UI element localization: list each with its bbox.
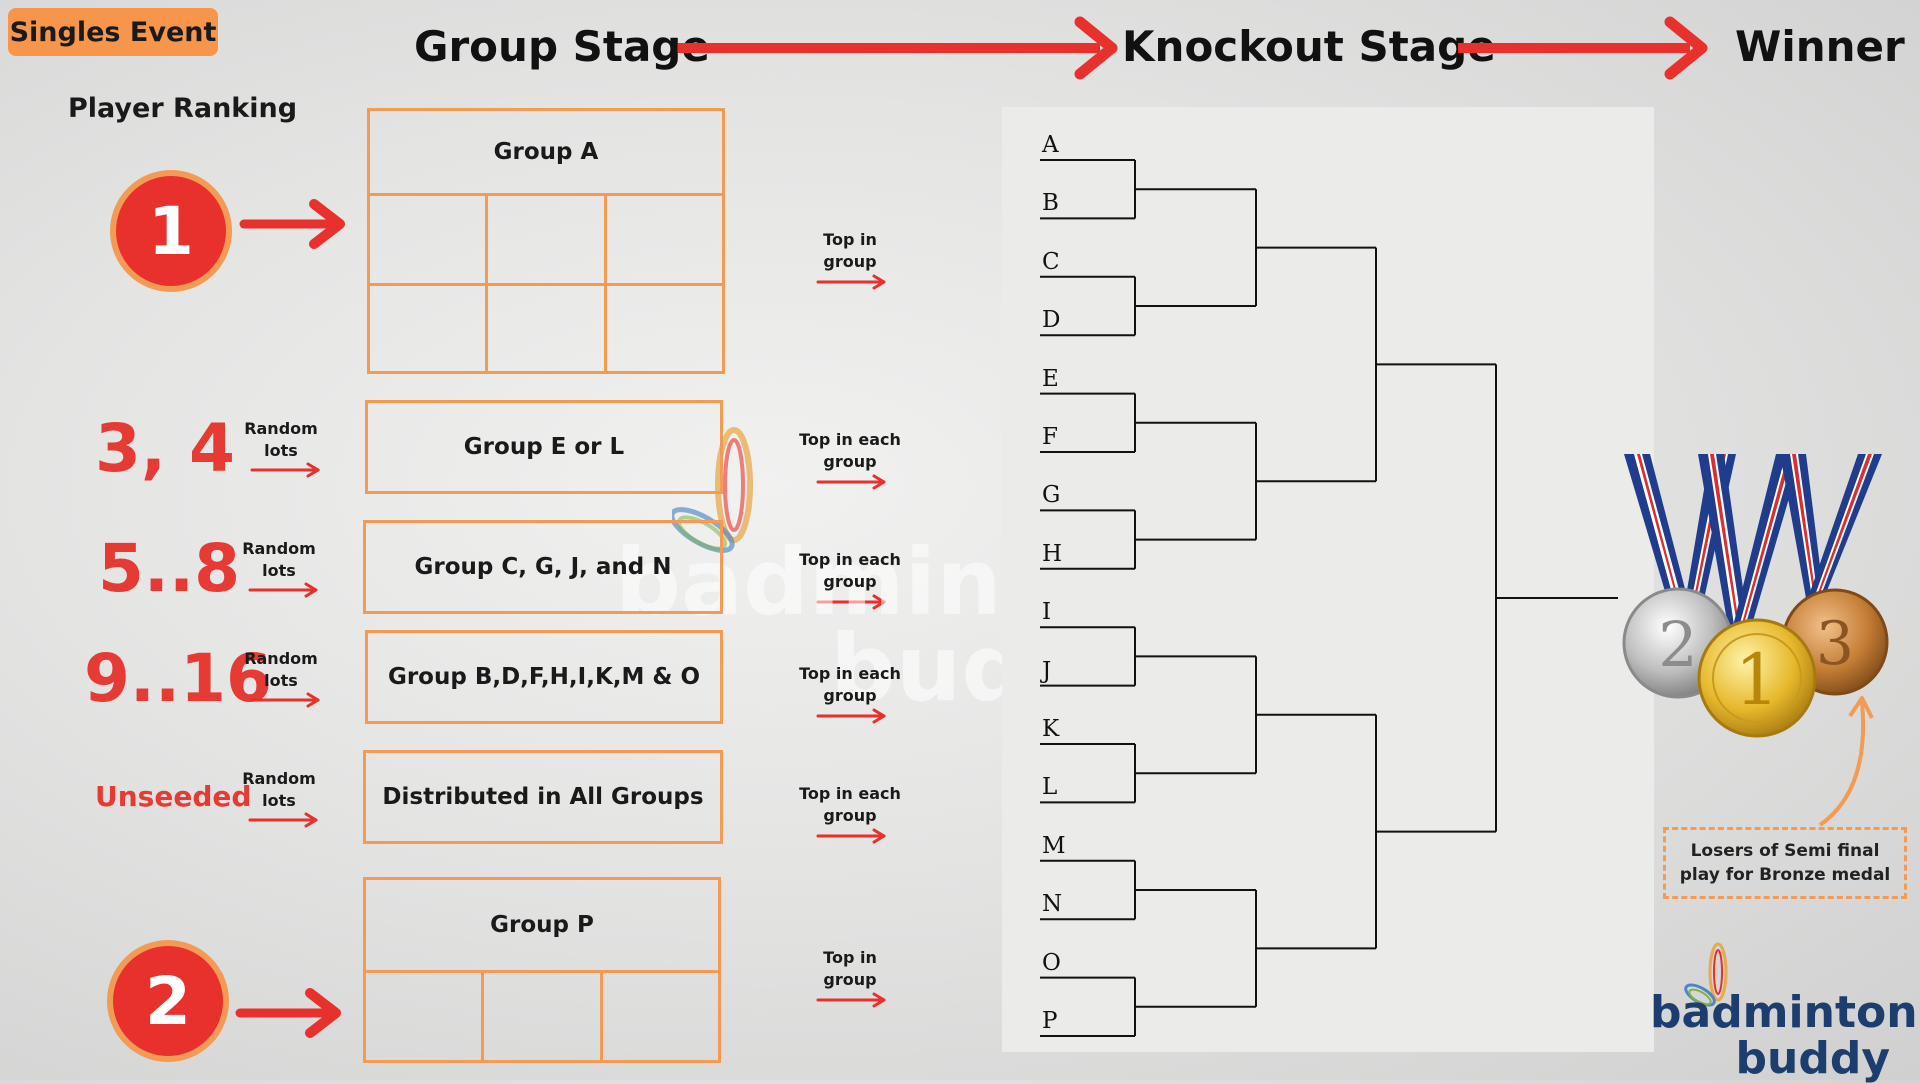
random-lots-label: Random lots (242, 769, 316, 810)
top-in-group-label: Top in group (823, 230, 877, 271)
group-p-box: Group P (363, 877, 721, 1063)
distributed-all-groups-box: Distributed in All Groups (363, 750, 723, 844)
winner-title: Winner (1735, 22, 1905, 71)
group-slot (484, 970, 603, 1060)
seed-9-16-label: 9..16 (84, 640, 272, 717)
group-slot (370, 283, 489, 371)
bracket-entry-g: G (1042, 482, 1061, 509)
top-in-group-label: Top in group (823, 948, 877, 989)
bracket-entry-p: P (1042, 1008, 1058, 1034)
seed-5-8-label: 5..8 (98, 530, 240, 607)
top-in-each-group-label: Top in each group (799, 664, 901, 705)
bracket-entry-n: N (1042, 891, 1063, 918)
top-in-each-group-label: Top in each group (799, 430, 901, 471)
player-ranking-label: Player Ranking (68, 93, 298, 124)
logo-line-2: buddy (1735, 1033, 1891, 1084)
seed-3-4-label: 3, 4 (95, 410, 235, 487)
group-slot (606, 283, 722, 371)
group-b-d-f-h-i-k-m-o-box: Group B,D,F,H,I,K,M & O (365, 630, 723, 724)
bronze-medal-note: Losers of Semi final play for Bronze med… (1663, 827, 1907, 899)
bracket-entry-d: D (1042, 307, 1061, 334)
group-slot (602, 970, 718, 1060)
arrow-top-in-group (816, 274, 886, 1008)
bracket-entry-c: C (1042, 248, 1060, 275)
group-a-box: Group A (367, 108, 725, 374)
bronze-arrow (1818, 696, 1874, 827)
knockout-bracket-panel (1002, 107, 1654, 1052)
logo-line-1: badminton (1650, 987, 1918, 1038)
group-a-row (370, 193, 722, 283)
seed-2-circle: 2 (107, 940, 229, 1062)
group-e-or-l-box: Group E or L (365, 400, 723, 494)
group-c-g-j-n-box: Group C, G, J, and N (363, 520, 723, 614)
medals-icon: 2 3 1 (1622, 454, 1889, 738)
top-in-each-group-label: Top in each group (799, 784, 901, 825)
arrow-group-to-knockout (678, 16, 1118, 80)
stage-arrows (678, 16, 1708, 80)
singles-event-badge: Singles Event (8, 8, 218, 56)
arrow-random-lots (248, 462, 320, 828)
bracket-entry-h: H (1042, 540, 1063, 567)
bracket-entry-l: L (1042, 774, 1058, 801)
random-lots-label: Random lots (244, 649, 318, 690)
group-p-title: Group P (490, 912, 594, 938)
knockout-stage-title: Knockout Stage (1122, 22, 1496, 71)
bracket-entry-a: A (1042, 132, 1059, 158)
top-in-each-group-label: Top in each group (799, 550, 901, 591)
badminton-buddy-logo: badminton buddy (1650, 987, 1918, 1084)
random-lots-label: Random lots (244, 419, 318, 460)
arrow-seed-1 (239, 199, 345, 249)
logo-shuttle-icon (1684, 942, 1728, 1007)
bracket-entry-i: I (1042, 599, 1052, 626)
group-slot (488, 193, 607, 283)
gold-medal-number: 1 (1735, 639, 1780, 721)
group-slot (370, 193, 489, 283)
seed-arrows (235, 199, 886, 1038)
group-slot (366, 970, 485, 1060)
group-a-title: Group A (493, 139, 599, 165)
group-stage-title: Group Stage (414, 22, 710, 71)
group-slot (488, 283, 607, 371)
bracket-entry-j: J (1042, 657, 1052, 684)
silver-medal-number: 2 (1658, 608, 1697, 681)
bracket-entry-m: M (1042, 832, 1066, 859)
ribbons (1624, 454, 1882, 638)
group-p-row (366, 970, 718, 1060)
group-a-row (370, 283, 722, 371)
bracket-entry-f: F (1042, 424, 1058, 450)
arrow-knockout-to-winner (1458, 16, 1708, 80)
random-lots-label: Random lots (242, 539, 316, 580)
group-slot (606, 193, 722, 283)
bracket-entry-k: K (1042, 716, 1060, 742)
bracket-entry-b: B (1042, 190, 1059, 217)
bracket-entry-e: E (1042, 365, 1059, 392)
bracket-entry-o: O (1042, 949, 1061, 976)
arrow-seed-2 (235, 988, 341, 1038)
seed-1-circle: 1 (110, 170, 232, 292)
gold-medal-icon: 1 (1697, 618, 1817, 738)
unseeded-label: Unseeded (95, 780, 252, 813)
bronze-medal-number: 3 (1816, 609, 1854, 679)
